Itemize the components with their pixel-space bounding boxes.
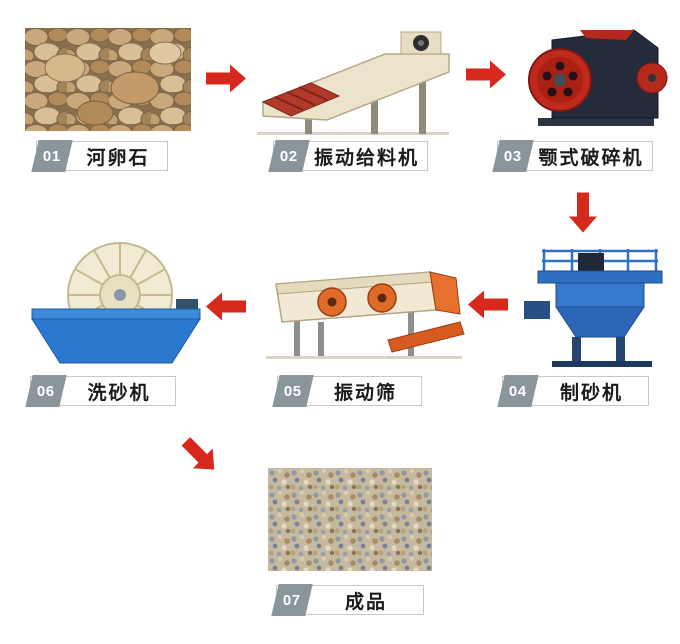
step-number: 01 bbox=[43, 147, 61, 165]
arrow-right-icon bbox=[464, 58, 508, 91]
step-number-badge: 06 bbox=[25, 375, 67, 407]
step-label-07: 07 成品 bbox=[271, 584, 424, 616]
step-number: 05 bbox=[284, 382, 302, 400]
step-name: 振动筛 bbox=[333, 382, 397, 404]
finished-sand-product-photo bbox=[268, 468, 432, 571]
step-number: 06 bbox=[37, 382, 55, 400]
arrow-left-icon bbox=[204, 290, 248, 323]
step-number: 02 bbox=[280, 147, 298, 165]
arrow-down-icon bbox=[567, 191, 600, 235]
arrow-left-icon bbox=[466, 288, 510, 321]
step-number-badge: 01 bbox=[31, 140, 73, 172]
arrow-down-right-icon bbox=[173, 428, 227, 482]
step-name: 洗砂机 bbox=[87, 382, 151, 404]
sand-making-machine-photo bbox=[512, 245, 668, 370]
step-label-04: 04 制砂机 bbox=[497, 375, 649, 407]
step-name: 制砂机 bbox=[559, 382, 623, 404]
step-number: 03 bbox=[504, 147, 522, 165]
jaw-crusher-photo bbox=[518, 20, 668, 135]
step-label-01: 01 河卵石 bbox=[31, 140, 168, 172]
step-label-05: 05 振动筛 bbox=[272, 375, 422, 407]
step-label-03: 03 颚式破碎机 bbox=[492, 140, 653, 172]
step-name: 成品 bbox=[344, 591, 387, 613]
step-number-badge: 02 bbox=[268, 140, 310, 172]
step-number: 07 bbox=[283, 591, 301, 609]
step-name: 颚式破碎机 bbox=[538, 147, 644, 169]
step-label-02: 02 振动给料机 bbox=[268, 140, 428, 172]
river-pebbles-photo bbox=[25, 28, 191, 131]
step-number-badge: 04 bbox=[497, 375, 539, 407]
vibrating-feeder-photo bbox=[253, 22, 453, 140]
step-label-06: 06 洗砂机 bbox=[25, 375, 176, 407]
vibrating-screen-photo bbox=[260, 260, 468, 362]
step-number-badge: 03 bbox=[492, 140, 534, 172]
step-number-badge: 07 bbox=[271, 584, 313, 616]
step-number-badge: 05 bbox=[272, 375, 314, 407]
step-name: 振动给料机 bbox=[313, 147, 419, 169]
sand-washing-machine-photo bbox=[28, 237, 206, 365]
step-number: 04 bbox=[509, 382, 527, 400]
step-name: 河卵石 bbox=[86, 147, 150, 169]
arrow-right-icon bbox=[204, 62, 248, 95]
